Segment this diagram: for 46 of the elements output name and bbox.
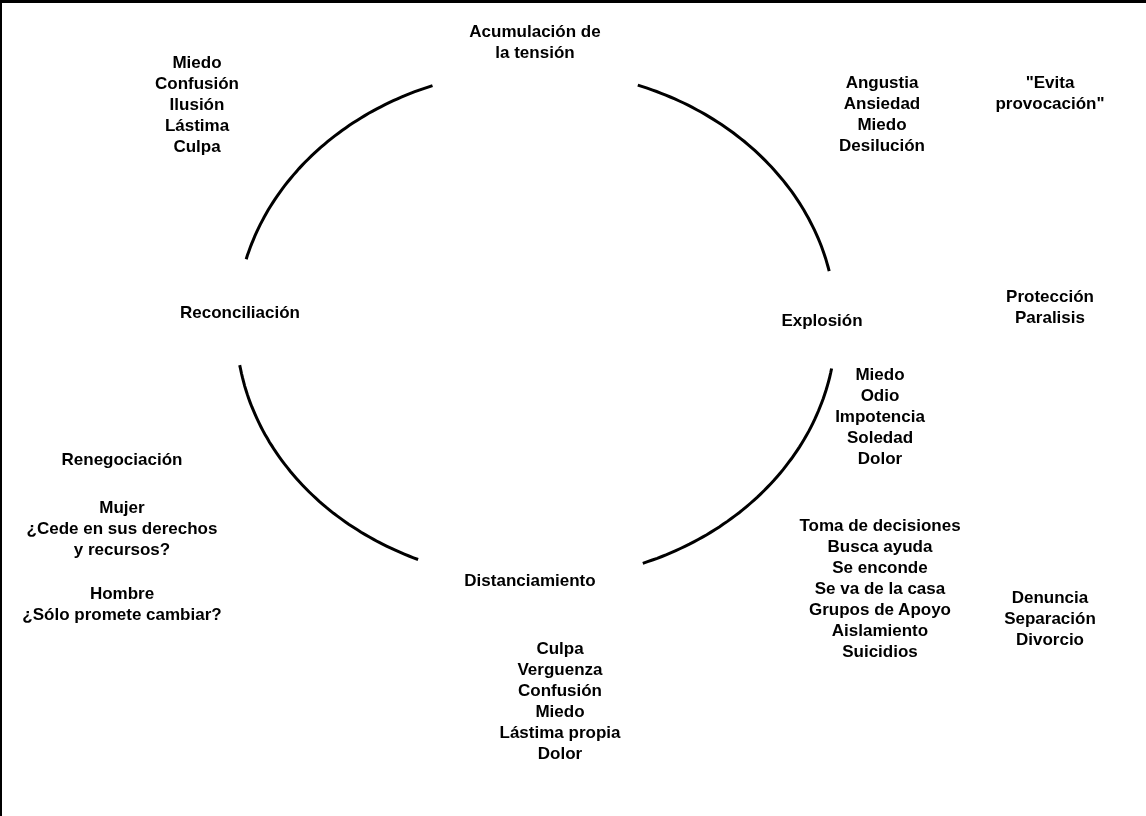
feeling-label: Desilución xyxy=(839,135,925,156)
feeling-label: ¿Cede en sus derechos y recursos? xyxy=(25,518,219,560)
cycle-arc xyxy=(238,364,419,561)
feeling-label: Grupos de Apoyo xyxy=(809,599,951,620)
feeling-label: Ilusión xyxy=(169,94,225,115)
feeling-label: ¿Sólo promete cambiar? xyxy=(22,604,222,625)
cycle-arc xyxy=(642,368,834,565)
feeling-label: Soledad xyxy=(846,427,914,448)
feeling-label: Verguenza xyxy=(517,659,603,680)
cycle-arc xyxy=(637,83,831,272)
stage-label: Reconciliación xyxy=(180,301,300,323)
stage-label: Distanciamiento xyxy=(464,569,596,591)
stage-label: Acumulación de la tensión xyxy=(468,21,602,63)
feeling-label: Paralisis xyxy=(1015,307,1085,328)
feeling-label: Lástima propia xyxy=(499,722,621,743)
feeling-label: Busca ayuda xyxy=(827,536,933,557)
feeling-label: Separación xyxy=(1004,608,1096,629)
stage-label: Explosión xyxy=(781,309,863,331)
feeling-label: Culpa xyxy=(536,638,584,659)
feeling-label: Dolor xyxy=(857,448,903,469)
feeling-label: "Evita provocación" xyxy=(994,72,1106,114)
feeling-label: Miedo xyxy=(855,364,905,385)
feeling-label: Aislamiento xyxy=(831,620,929,641)
feeling-label: Confusión xyxy=(517,680,602,701)
feeling-label: Se va de la casa xyxy=(814,578,946,599)
feeling-label: Impotencia xyxy=(835,406,925,427)
feeling-label: Culpa xyxy=(173,136,221,157)
feeling-label: Denuncia xyxy=(1011,587,1089,608)
feeling-label: Hombre xyxy=(89,583,155,604)
feeling-label: Angustia xyxy=(845,72,919,93)
feeling-label: Miedo xyxy=(172,52,222,73)
feeling-label: Ansiedad xyxy=(843,93,921,114)
feeling-label: Confusión xyxy=(154,73,239,94)
feeling-label: Mujer xyxy=(99,497,145,518)
feeling-label: Lástima xyxy=(164,115,230,136)
feeling-label: Miedo xyxy=(535,701,585,722)
feeling-label: Miedo xyxy=(857,114,907,135)
feeling-label: Toma de decisiones xyxy=(799,515,961,536)
feeling-label: Odio xyxy=(860,385,900,406)
feeling-label: Suicidios xyxy=(842,641,918,662)
cycle-arc xyxy=(244,84,433,260)
feeling-label: Dolor xyxy=(537,743,583,764)
feeling-label: Divorcio xyxy=(1016,629,1084,650)
feeling-label: Se enconde xyxy=(832,557,928,578)
feeling-label: Renegociación xyxy=(61,449,183,470)
feeling-label: Protección xyxy=(1006,286,1094,307)
